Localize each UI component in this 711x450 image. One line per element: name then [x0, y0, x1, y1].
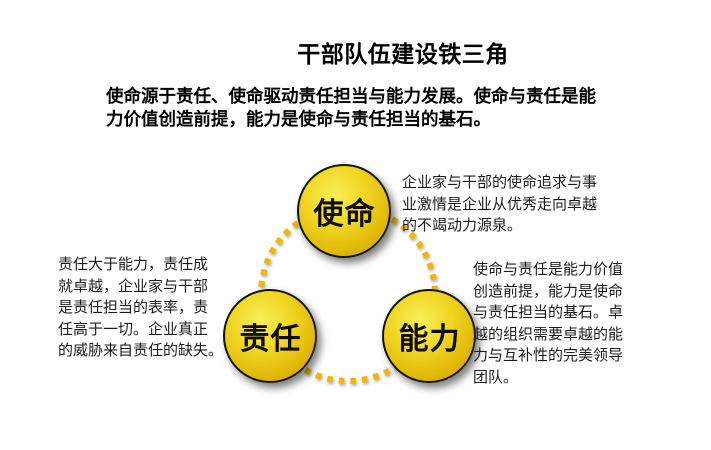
slide-subtitle: 使命源于责任、使命驱动责任担当与能力发展。使命与责任是能 力价值创造前提，能力是…: [106, 86, 596, 129]
node-mission: 使命: [297, 164, 391, 258]
node-capability: 能力: [382, 289, 476, 383]
annotation-capability: 使命与责任是能力价值 创造前提，能力是使命 与责任担当的基石。卓 越的组织需要卓…: [473, 261, 624, 386]
annotation-mission: 企业家与干部的使命追求与事 业激情是企业从优秀走向卓越 的不竭动力源泉。: [402, 174, 598, 235]
slide-title: 干部队伍建设铁三角: [297, 41, 509, 67]
node-responsibility: 责任: [223, 289, 317, 383]
node-label-responsibility: 责任: [239, 323, 302, 356]
annotation-responsibility: 责任大于能力，责任成 就卓越，企业家与干部 是责任担当的表率，责 任高于一切。企…: [58, 256, 224, 360]
node-label-capability: 能力: [398, 323, 461, 356]
node-label-mission: 使命: [313, 198, 376, 231]
